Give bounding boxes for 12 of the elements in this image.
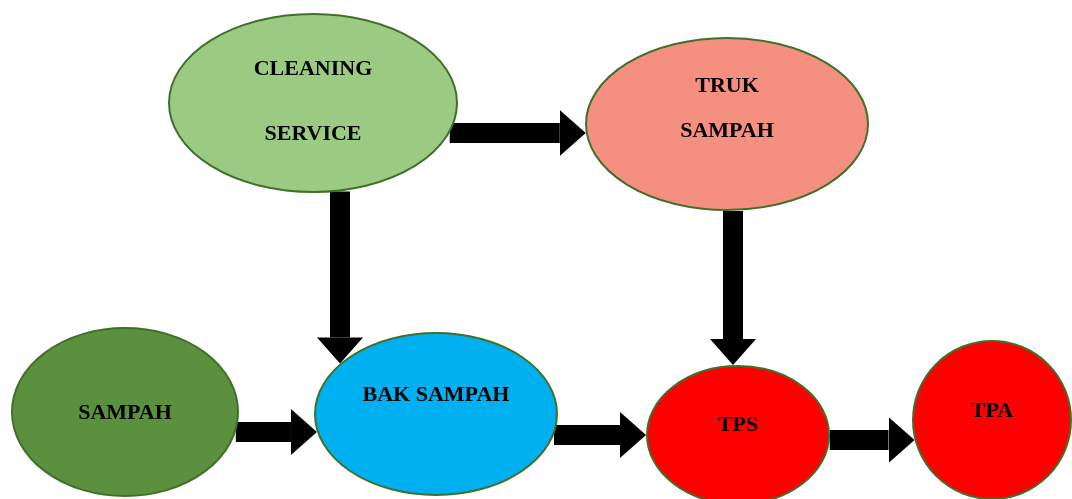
block-arrow bbox=[553, 412, 646, 458]
node-label: CLEANING SERVICE bbox=[252, 54, 374, 147]
node-label: TPS bbox=[716, 410, 760, 438]
block-arrow bbox=[829, 417, 915, 463]
node-label: BAK SAMPAH bbox=[361, 380, 511, 408]
block-arrow bbox=[710, 210, 756, 366]
block-arrow bbox=[235, 409, 317, 455]
node-label: SAMPAH bbox=[77, 398, 173, 426]
block-arrow bbox=[449, 110, 586, 156]
node-label: TRUK SAMPAH bbox=[679, 71, 775, 145]
block-arrow bbox=[317, 191, 363, 364]
node-label: TPA bbox=[969, 396, 1015, 424]
